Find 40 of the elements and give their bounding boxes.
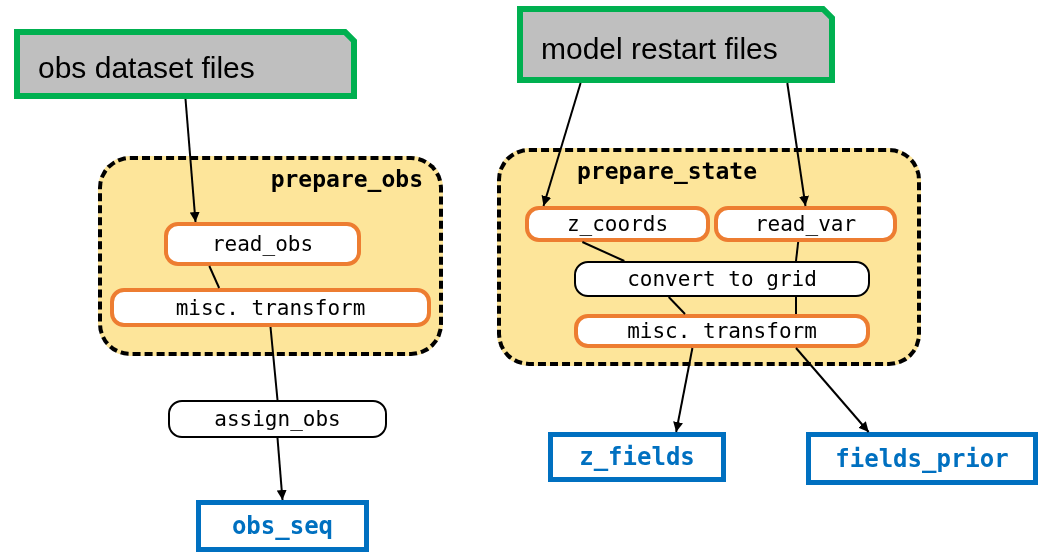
node-label: read_var	[754, 212, 857, 236]
arrow	[541, 82, 582, 207]
node-label: assign_obs	[214, 407, 341, 431]
connector-line	[795, 241, 800, 262]
arrow	[276, 437, 287, 501]
node-label: obs dataset files	[38, 51, 255, 85]
node-label: convert to grid	[627, 267, 817, 291]
connector-line	[208, 265, 221, 289]
connector-line	[667, 296, 686, 315]
node-label: read_obs	[211, 232, 314, 256]
group-title: prepare_obs	[270, 166, 423, 192]
group-title: prepare_state	[577, 158, 757, 184]
connector-line	[795, 296, 797, 315]
process-box	[574, 314, 870, 348]
node-label: z_fields	[579, 443, 695, 471]
process-box	[110, 288, 431, 327]
connector-line	[581, 241, 626, 262]
group-panel	[98, 156, 443, 356]
file-shape	[517, 6, 835, 83]
arrow	[795, 347, 870, 433]
process-box	[525, 206, 710, 242]
arrow	[184, 98, 200, 223]
arrow	[786, 82, 809, 207]
node-label: obs_seq	[231, 512, 334, 540]
node-label: misc. transform	[627, 319, 817, 343]
node-label: model restart files	[541, 31, 778, 66]
process-box	[574, 261, 870, 297]
node-label: fields_prior	[835, 444, 1009, 473]
node-label: z_coords	[566, 212, 669, 236]
process-box	[164, 222, 361, 266]
output-box	[806, 432, 1038, 485]
process-box	[168, 400, 387, 438]
file-shape	[14, 29, 357, 99]
node-label: misc. transform	[175, 295, 366, 320]
process-box	[714, 206, 897, 242]
group-panel	[497, 148, 921, 366]
connector-line	[269, 326, 279, 401]
output-box	[196, 500, 369, 552]
arrow	[673, 347, 694, 433]
output-box	[548, 432, 726, 482]
